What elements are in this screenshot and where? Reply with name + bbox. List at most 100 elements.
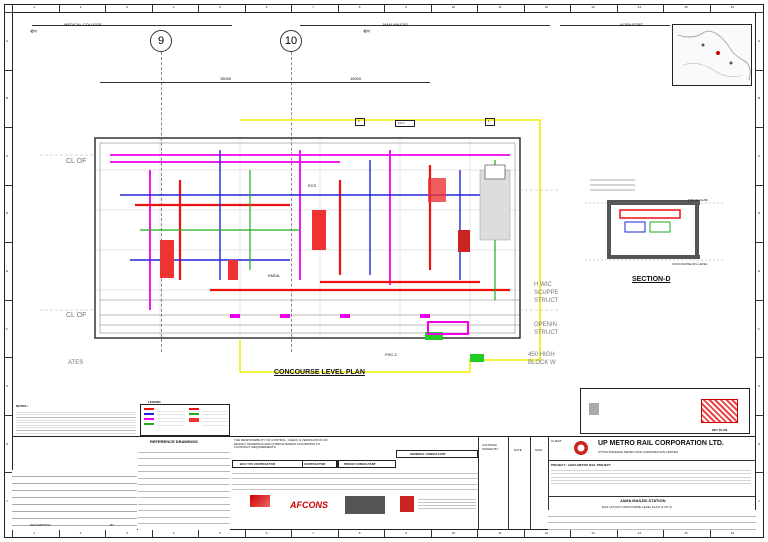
grid-bubble-10: 10: [280, 30, 302, 52]
project-label: PROJECT : AGRA METRO RAIL PROJECT: [551, 463, 611, 467]
grid-col-label: 16: [730, 531, 735, 535]
grid-row-label: A: [6, 38, 9, 43]
grid-col-label: 10: [451, 5, 456, 9]
tag-1: 1: [488, 119, 490, 123]
grid-col-label: 8: [358, 531, 361, 535]
grid-col-label: 7: [312, 5, 314, 9]
grid-col-label: 12: [544, 5, 549, 9]
grid-col-label: 5: [219, 531, 221, 535]
grid-col-label: 8: [358, 5, 361, 9]
grid-row-label: G: [6, 384, 9, 389]
reference-title: REFERENCE DRAWINGS: [150, 439, 198, 444]
date-label: DATE: [514, 448, 522, 452]
grid-col-label: 7: [312, 531, 314, 535]
right-note-3: STRUCT: [534, 298, 559, 304]
grid-col-label: 5: [219, 5, 221, 9]
grid-row-label: G: [758, 384, 761, 389]
grid-col-label: 13: [591, 531, 595, 535]
grid-col-label: 1: [33, 5, 35, 9]
revision-description-label: DESCRIPTION: [30, 523, 51, 527]
emda-tag: EMDA: [268, 273, 280, 278]
counter-signed-label: COUNTER SIGNED BY: [482, 443, 499, 451]
right-note-6: 450 HIGH: [528, 352, 555, 358]
contractor-label: CONTRACTOR: [304, 462, 326, 466]
concourse-ffl-label: CONCOURSE FFL LEVEL: [672, 262, 708, 266]
grid-row-label: E: [6, 269, 9, 273]
section-title: SECTION-D: [632, 276, 671, 283]
ecs-tag: ECS: [308, 183, 317, 188]
cl-label-2: CL OF: [66, 312, 87, 319]
grid-col-label: 3: [126, 531, 128, 535]
cl-label-1: CL OF: [66, 158, 87, 165]
grid-row-label: E: [758, 269, 761, 273]
right-note-5: STRUCT: [534, 330, 559, 336]
grid-row-label: H: [6, 441, 9, 446]
consultant-logo: [345, 496, 385, 514]
grid-col-label: 12: [544, 531, 549, 535]
legend-box: [140, 404, 230, 436]
grid-col-label: 4: [172, 5, 175, 9]
contractor-table: [232, 468, 478, 490]
grid-col-label: 11: [498, 5, 502, 9]
grid-col-label: 14: [637, 5, 642, 9]
grid-bubble-9: 9: [150, 30, 172, 52]
right-note-1: H WIC: [534, 282, 552, 288]
grid-row-label: B: [6, 96, 9, 101]
direction-left: MEDICAL COLLEGE: [64, 22, 102, 27]
proof-consultant-label: PROOF CONSULTANT: [344, 462, 376, 466]
notes-lines: [16, 410, 136, 435]
grid-col-label: 14: [637, 531, 642, 535]
grid-col-label: 9: [405, 531, 407, 535]
plan-title: CONCOURSE LEVEL PLAN: [274, 369, 365, 376]
right-note-4: OPENIN: [534, 322, 558, 328]
key-plan-label: KEY PLAN: [712, 428, 728, 432]
notes-title: NOTES :-: [16, 404, 30, 408]
bcs-label: BCS TVS CONTRACTOR: [240, 462, 276, 466]
grid-row-label: D: [6, 211, 9, 216]
grid-col-label: 1: [33, 531, 35, 535]
station-name: JAMA MASJID STATION: [620, 498, 666, 503]
upmrc-logo: [570, 440, 592, 456]
dimension-1: 15000: [220, 76, 232, 81]
fhc-tag: FHC-2: [385, 352, 397, 357]
grid-row-label: F: [758, 326, 760, 331]
client-label: CLIENT: [551, 439, 562, 443]
tag-2: 2: [358, 119, 360, 123]
key-plan-box: [580, 388, 750, 434]
grid-col-label: 11: [498, 531, 502, 535]
dates-label: ATES: [68, 360, 84, 366]
north-arrow-icon: ⇐: [30, 26, 38, 36]
right-note-2: SCUPPE: [534, 290, 559, 296]
grid-row-label: H: [758, 441, 761, 446]
grid-row-label: J: [6, 499, 8, 504]
grid-row-label: A: [758, 38, 761, 43]
grid-row-label: F: [6, 326, 8, 331]
project-description: [551, 468, 751, 484]
concourse-plan-drawing: [40, 119, 560, 373]
grid-col-label: 9: [405, 5, 407, 9]
grid-col-label: 13: [591, 5, 595, 9]
grid-col-label: 15: [684, 531, 688, 535]
general-consultant-text: [418, 497, 476, 511]
revision-by-label: BY: [110, 523, 115, 527]
afcons-logo: AFCONS: [290, 500, 328, 510]
general-consultant-logo: [400, 496, 414, 512]
grid-row-label: C: [758, 153, 761, 158]
responsibility-text: THE RESPONSIBILITY OF CONTROL, CHECK & V…: [234, 438, 328, 450]
legend-title: LEGEND: [148, 400, 161, 404]
grid-col-label: 10: [451, 531, 456, 535]
sign-label: SIGN: [535, 448, 543, 452]
top-of-slab-label: TOP OF SLAB: [688, 198, 708, 202]
grid-col-label: 6: [265, 531, 268, 535]
client-name: UP METRO RAIL CORPORATION LTD.: [598, 440, 724, 447]
right-note-7: BLOCK W: [528, 360, 556, 366]
grid-row-label: B: [758, 96, 761, 101]
grid-col-label: 6: [265, 5, 268, 9]
dimension-2: 15000: [350, 76, 362, 81]
direction-center: JAMA MASJID: [382, 22, 409, 27]
drawing-title: ECS LAYOUT CONCOURSE LEVEL PLAN (3 OF 3): [602, 505, 672, 509]
revision-table: [12, 470, 137, 530]
grid-col-label: 2: [79, 531, 82, 535]
client-subname: UTTAR PRADESH METRO RAIL CORPORATION LIM…: [598, 450, 678, 454]
